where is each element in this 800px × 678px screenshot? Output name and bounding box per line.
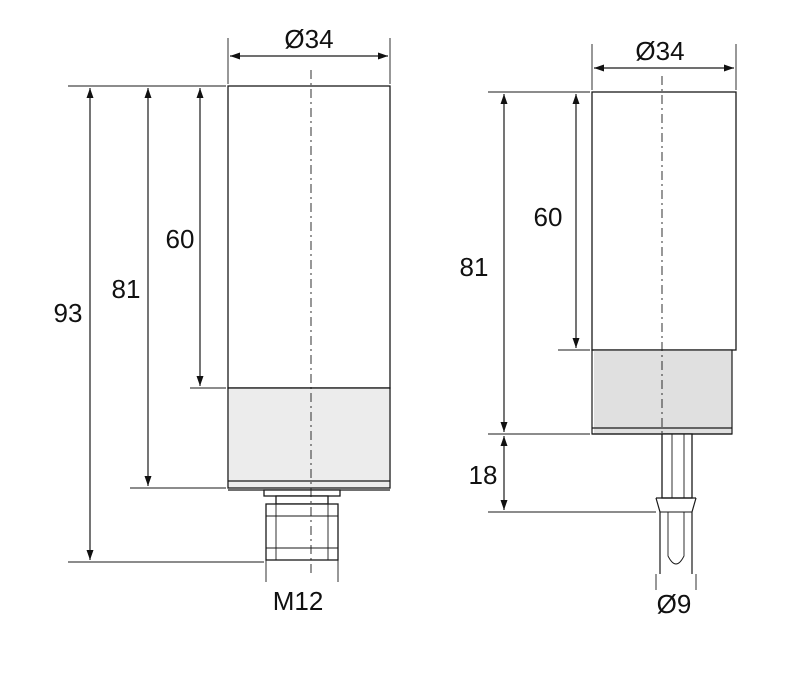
right-view: Ø34 81 60 18 Ø9 <box>460 36 737 619</box>
right-dimension-18: 18 <box>469 436 508 510</box>
right-dim-18-label: 18 <box>469 460 498 490</box>
right-diameter-dimension: Ø34 <box>591 36 737 90</box>
right-dimension-60: 60 <box>534 94 580 348</box>
left-dim-93-label: 93 <box>54 298 83 328</box>
left-dimension-60: 60 <box>166 88 204 386</box>
left-dim-81-label: 81 <box>112 274 141 304</box>
left-m12-connector <box>263 489 341 582</box>
left-dimension-93: 93 <box>54 88 94 560</box>
right-dim-60-label: 60 <box>534 202 563 232</box>
left-diameter-dimension: Ø34 <box>227 24 391 84</box>
right-cable <box>655 433 697 590</box>
left-thread-label: M12 <box>273 586 324 616</box>
right-cable-label: Ø9 <box>657 589 692 619</box>
right-sensor-body <box>591 91 737 435</box>
left-view: Ø34 93 81 60 M12 <box>54 24 391 616</box>
left-dimension-81: 81 <box>112 88 152 486</box>
right-diameter-label: Ø34 <box>635 36 684 66</box>
right-dim-81-label: 81 <box>460 252 489 282</box>
left-diameter-label: Ø34 <box>284 24 333 54</box>
left-sensor-body <box>227 85 391 491</box>
left-dim-60-label: 60 <box>166 224 195 254</box>
right-dimension-81: 81 <box>460 94 508 432</box>
